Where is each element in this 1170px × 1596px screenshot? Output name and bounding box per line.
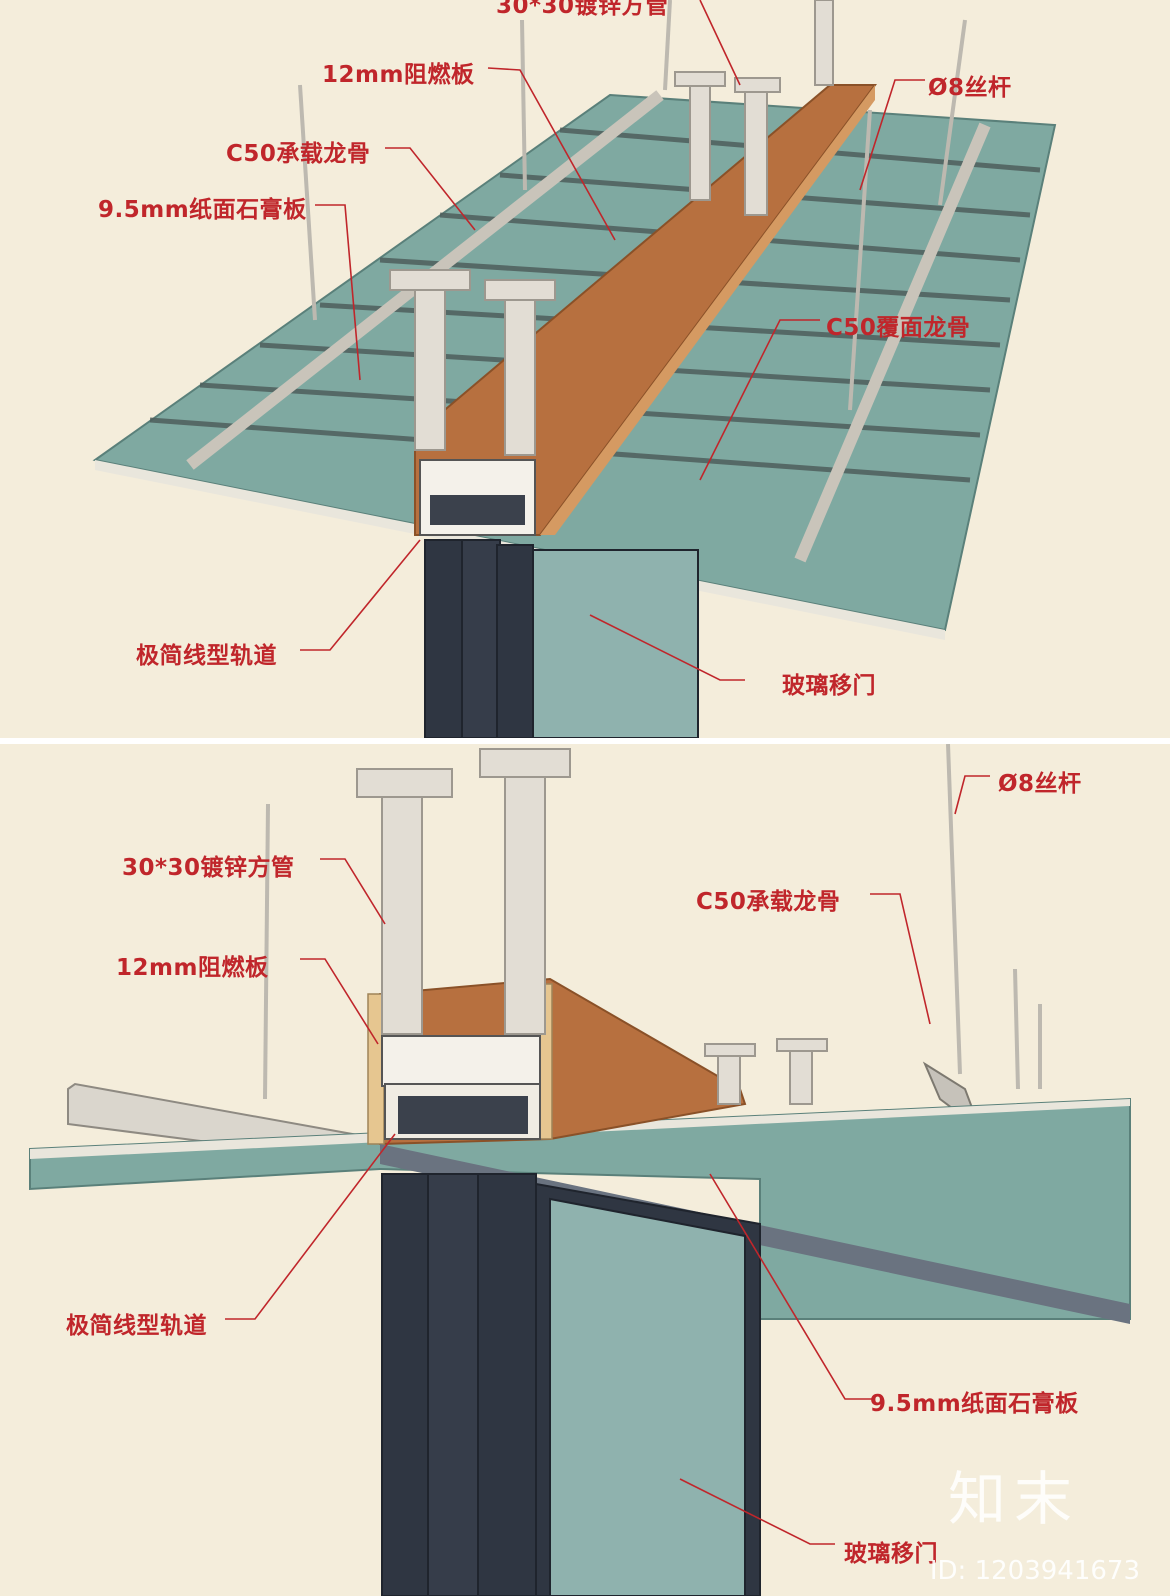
top-diagram-drawing — [92, 0, 1057, 738]
bottom-label-c50-main: C50承载龙骨 — [696, 889, 841, 915]
top-label-rod: Ø8丝杆 — [928, 75, 1012, 101]
bottom-label-rod: Ø8丝杆 — [998, 771, 1082, 797]
top-label-c50-main: C50承载龙骨 — [226, 141, 371, 167]
top-wood-side — [540, 85, 875, 535]
bottom-label-gypsum: 9.5mm纸面石膏板 — [870, 1391, 1079, 1417]
top-label-board12: 12mm阻燃板 — [322, 62, 475, 88]
bottom-label-board12: 12mm阻燃板 — [116, 955, 269, 981]
top-rods — [298, 0, 967, 411]
top-square-pipes — [389, 0, 834, 456]
watermark-id: ID: 1203941673 — [929, 1556, 1140, 1586]
bottom-square-pipes — [356, 748, 828, 1105]
bottom-label-track: 极简线型轨道 — [66, 1313, 207, 1339]
bottom-diagram-drawing — [29, 744, 1131, 1596]
top-label-door: 玻璃移门 — [782, 673, 876, 699]
top-label-track: 极简线型轨道 — [136, 643, 277, 669]
top-label-gypsum: 9.5mm纸面石膏板 — [98, 197, 307, 223]
bottom-track-block — [381, 1035, 541, 1087]
bottom-diagram: Ø8丝杆 30*30镀锌方管 C50承载龙骨 12mm阻燃板 极简线型轨道 9.… — [0, 744, 1170, 1596]
bottom-leader-lines — [225, 775, 990, 1545]
top-door — [424, 539, 699, 738]
bottom-label-pipe: 30*30镀锌方管 — [122, 855, 295, 881]
top-label-pipe: 30*30镀锌方管 — [496, 0, 669, 19]
top-leader-lines — [300, 0, 925, 681]
bottom-door — [381, 1173, 761, 1596]
panel-divider — [0, 738, 1170, 744]
top-label-c50-cover: C50覆面龙骨 — [826, 315, 971, 341]
watermark-logo: 知末 — [947, 1465, 1080, 1533]
top-diagram: 30*30镀锌方管 12mm阻燃板 Ø8丝杆 C50承载龙骨 9.5mm纸面石膏… — [0, 0, 1170, 738]
bottom-rods — [263, 744, 1042, 1100]
bottom-label-door: 玻璃移门 — [844, 1541, 938, 1567]
